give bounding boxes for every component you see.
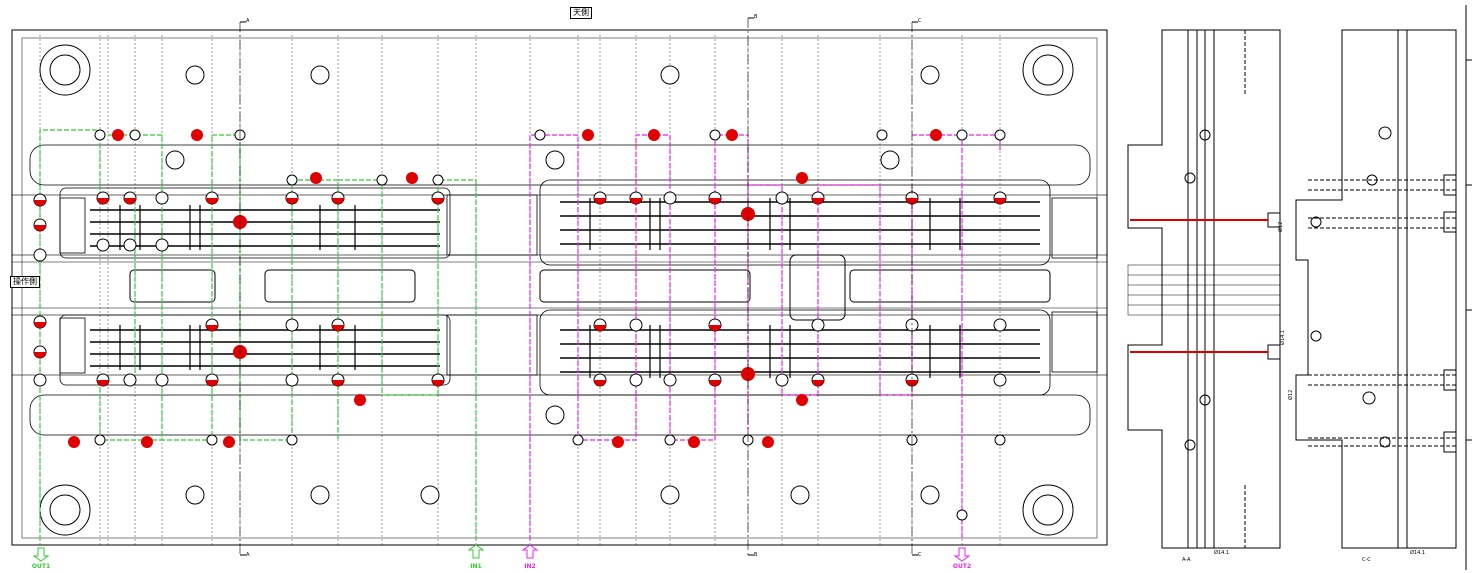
port-out1-label: OUT1 bbox=[31, 563, 51, 570]
section-view-cc-title: C-C bbox=[1362, 557, 1371, 563]
section-cut-lines bbox=[239, 18, 913, 555]
cooling-circuit-green bbox=[39, 129, 477, 540]
main-plate bbox=[11, 29, 1108, 546]
section-view-aa-title: A-A bbox=[1182, 557, 1191, 563]
section-view-cc bbox=[1295, 29, 1457, 549]
port-out2-label: OUT2 bbox=[952, 563, 972, 570]
section-mark-b-top: B bbox=[754, 14, 758, 20]
section-mark-c-top: C bbox=[918, 18, 922, 24]
port-in1-label: IN1 bbox=[470, 563, 482, 570]
operator-side-label: 操作側 bbox=[10, 276, 40, 288]
half-red-markers bbox=[34, 198, 1006, 386]
dimension-aa-bottom: Ø14.1 bbox=[1214, 550, 1230, 556]
cavity-ribs bbox=[90, 201, 1040, 373]
dimension-aa-right-bottom: Ø14.1 bbox=[1280, 329, 1286, 345]
cavity-rib-verticals bbox=[119, 198, 961, 378]
port-arrows bbox=[32, 544, 971, 562]
hidden-lines bbox=[39, 35, 1001, 545]
dimension-aa-right-top: Ø12 bbox=[1278, 221, 1284, 232]
top-side-label: 天側 bbox=[570, 7, 592, 19]
section-aa-channels bbox=[1130, 219, 1268, 353]
section-mark-c-bottom: C bbox=[918, 552, 922, 558]
section-arrows bbox=[240, 17, 918, 556]
dimension-cc-left: Ø12 bbox=[1288, 389, 1294, 400]
holes bbox=[33, 65, 1007, 521]
section-view-aa bbox=[1127, 29, 1281, 549]
section-mark-b-bottom: B bbox=[754, 552, 758, 558]
title-block-edge bbox=[1465, 5, 1472, 570]
port-in2-label: IN2 bbox=[524, 563, 536, 570]
dimension-cc-bottom: Ø14.1 bbox=[1410, 550, 1426, 556]
section-mark-a-top: A bbox=[246, 18, 250, 24]
section-mark-a-bottom: A bbox=[246, 552, 250, 558]
red-markers bbox=[68, 129, 942, 448]
